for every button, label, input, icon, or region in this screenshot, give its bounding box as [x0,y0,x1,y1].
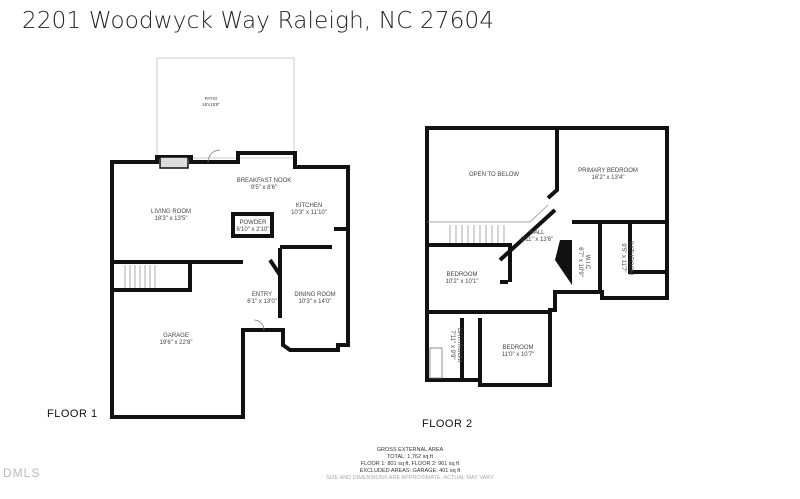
stairs-icon [124,265,156,288]
fireplace-icon [159,156,189,169]
gross-area-summary: GROSS EXTERNAL AREA TOTAL: 1,762 sq ft F… [326,447,494,482]
floor-1-plan [110,57,350,419]
stairs-icon [427,204,549,243]
chimney-block [555,240,572,285]
mls-watermark: DMLS [3,466,41,480]
area-heading: GROSS EXTERNAL AREA [376,447,444,453]
floor-2-plan [425,126,669,387]
room-label-open-to-below: OPEN TO BELOW [468,172,520,178]
area-total: TOTAL: 1,762 sq ft [387,454,433,460]
area-excluded: EXCLUDED AREAS: GARAGE: 401 sq ft [359,468,461,474]
floor-2-interior-walls [427,128,667,385]
floor-1-exterior-wall [110,151,350,419]
floor-2-label: FLOOR 2 [422,418,473,430]
door-icon [207,149,221,163]
floor-1-label: FLOOR 1 [47,408,98,420]
bathtub-icon [429,347,443,379]
area-floors: FLOOR 1: 801 sq ft, FLOOR 2: 961 sq ft [360,461,460,467]
door-icon [253,319,265,331]
listing-address-title: 2201 Woodwyck Way Raleigh, NC 27604 [22,8,495,34]
patio-outline [156,57,295,159]
floor-1-interior-walls [110,212,348,318]
area-disclaimer: SIZE AND DIMENSIONS ARE APPROXIMATE, ACT… [326,475,494,481]
